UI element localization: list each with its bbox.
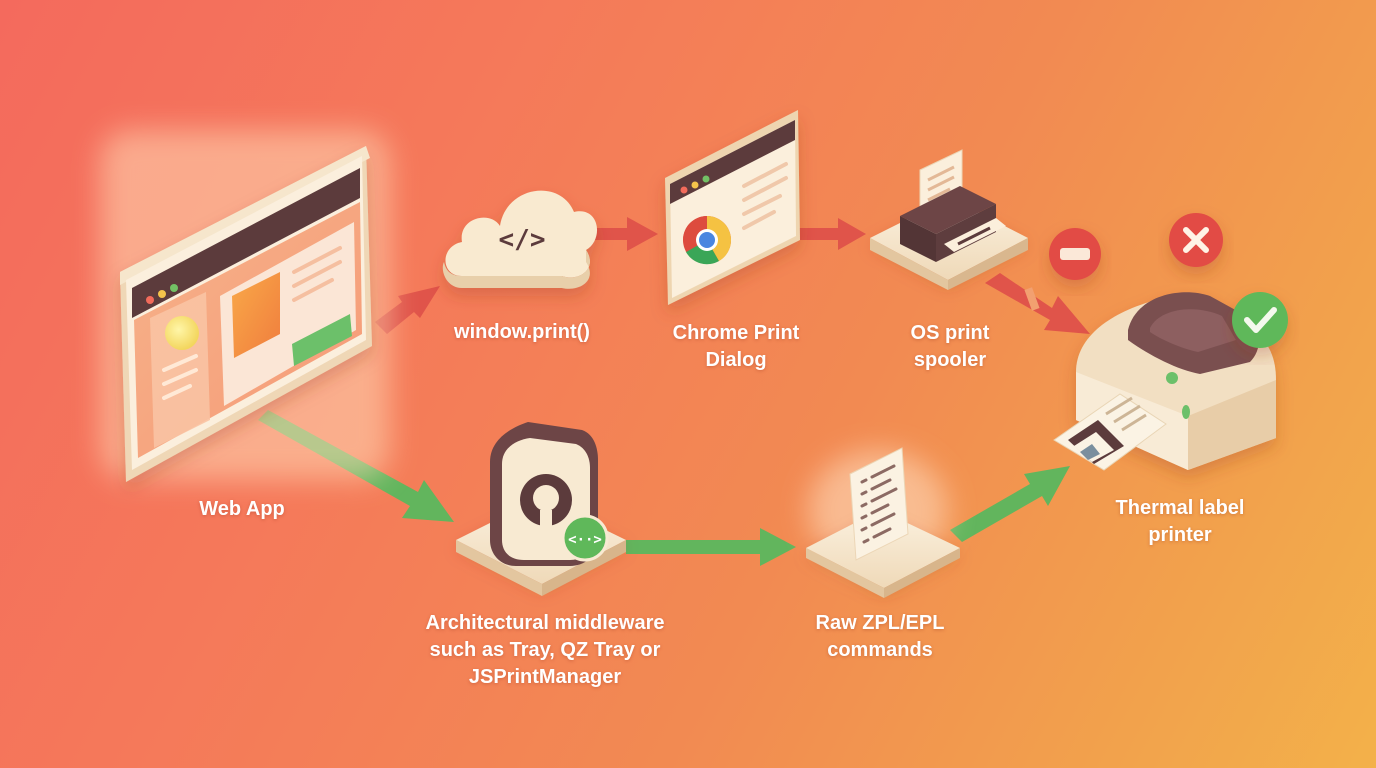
arrow-raw-to-printer — [950, 466, 1070, 542]
arrow-webapp-to-windowprint — [375, 286, 440, 334]
arrow-windowprint-to-chrome — [568, 217, 658, 251]
error-badge-icon — [1169, 213, 1223, 267]
arrow-chrome-to-spooler — [795, 218, 866, 250]
label-raw-commands: Raw ZPL/EPL commands — [815, 612, 945, 661]
label-thermal-label-printer: Thermal label printer — [1115, 497, 1245, 546]
cloud-code-icon — [442, 190, 598, 289]
success-badge-icon — [1232, 292, 1288, 348]
connector-badge-icon: <··> — [561, 514, 609, 562]
connector-symbol: <··> — [568, 532, 602, 548]
arrow-spooler-to-printer-blocked — [985, 273, 1090, 334]
printed-label-icon — [1053, 393, 1167, 471]
chrome-logo-icon — [683, 216, 732, 265]
label-window-print: window.print() — [454, 321, 590, 343]
middleware-app-icon — [456, 422, 626, 596]
spooler-printer-icon — [870, 149, 1028, 290]
label-chrome-print-dialog: Chrome Print Dialog — [672, 322, 800, 371]
chrome-window-icon — [665, 110, 800, 305]
code-symbol: </> — [499, 225, 546, 255]
raw-commands-document-icon — [806, 447, 960, 598]
label-middleware: Architectural middleware such as Tray, Q… — [425, 612, 665, 688]
label-web-app: Web App — [199, 498, 285, 520]
arrow-middleware-to-raw — [626, 528, 796, 566]
label-os-print-spooler: OS print spooler — [910, 322, 990, 371]
block-badge-icon — [1049, 228, 1101, 280]
web-app-window-icon — [100, 130, 390, 482]
